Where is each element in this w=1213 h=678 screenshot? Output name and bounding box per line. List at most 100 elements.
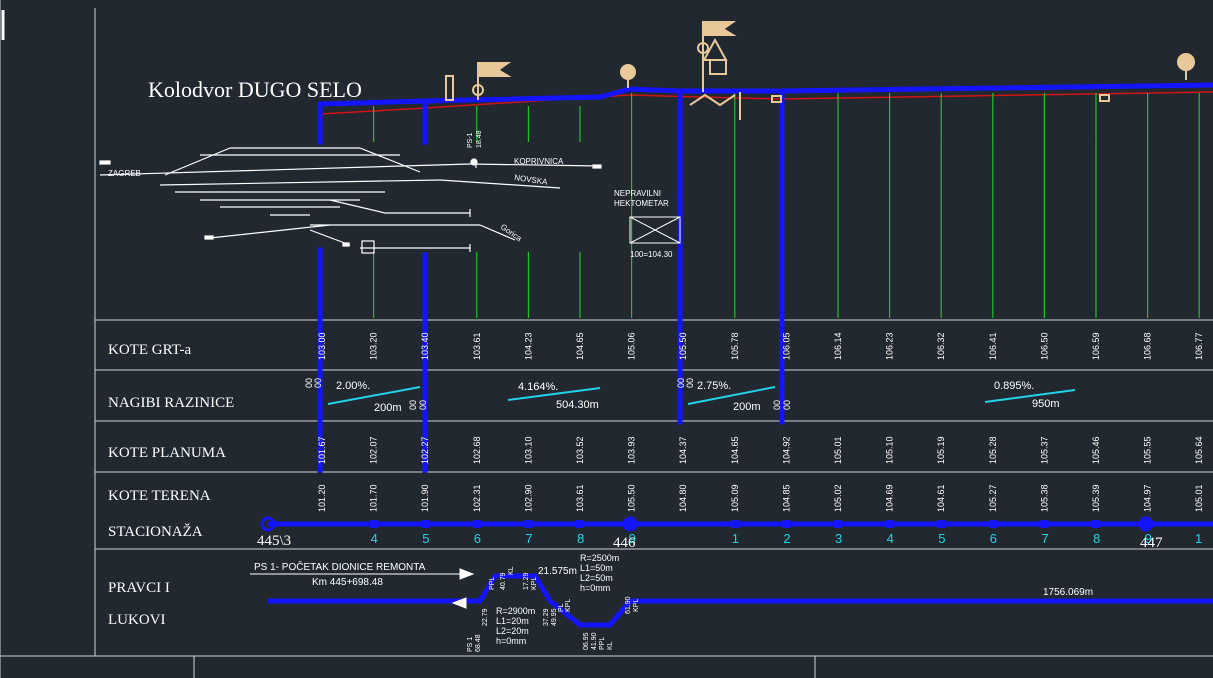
alignment-small-labels: PS 1 68.48 22.79 40.79 17.29 37.29 49.95… <box>467 566 640 652</box>
ps-start-km: Km 445+698.48 <box>312 577 383 588</box>
svg-text:68.48: 68.48 <box>475 634 482 652</box>
svg-text:KPL: KPL <box>565 599 572 612</box>
kote-grt-value: 106.14 <box>833 332 843 360</box>
curve-2-l2: L2=20m <box>496 626 529 636</box>
km-label-447: 447 <box>1140 535 1163 551</box>
hm-label: 4 <box>371 531 378 546</box>
hm-tick <box>730 520 739 528</box>
top-profile-line <box>319 91 1213 115</box>
km-node <box>260 516 276 532</box>
svg-text:41.90: 41.90 <box>591 632 598 650</box>
hm-tick <box>369 520 378 528</box>
curve-1-l1: L1=50m <box>580 563 613 573</box>
hm-label: 7 <box>1041 531 1048 546</box>
kote-planuma-value: 102.07 <box>369 436 379 464</box>
svg-text:00: 00 <box>408 400 418 410</box>
kote-grt-value: 103.20 <box>369 332 379 360</box>
kote-planuma-value: 103.93 <box>627 436 637 464</box>
kote-grt-value: 103.61 <box>472 332 482 360</box>
hm-label: 6 <box>474 531 481 546</box>
row-label-kote-grt: KOTE GRT-a <box>108 342 191 358</box>
svg-text:KL: KL <box>607 641 614 650</box>
svg-text:00: 00 <box>772 400 782 410</box>
row-label-lukovi: LUKOVI <box>108 612 166 628</box>
row-label-nagibi: NAGIBI RAZINICE <box>108 395 234 411</box>
kote-terena-value: 101.70 <box>369 484 379 512</box>
svg-text:22.79: 22.79 <box>482 608 489 626</box>
kote-terena-value: 101.20 <box>317 484 327 512</box>
kote-planuma-value: 105.01 <box>833 436 843 464</box>
slope-break-labels: 00 00 00 00 00 00 00 00 <box>304 378 792 410</box>
label-zagreb: ZAGREB <box>108 169 141 178</box>
kote-terena-value: 105.27 <box>988 484 998 512</box>
hm-label: 9 <box>629 531 636 546</box>
hm-label: 5 <box>938 531 945 546</box>
svg-text:KPL: KPL <box>633 599 640 612</box>
kote-grt-value: 106.05 <box>781 332 791 360</box>
kote-terena-value: 102.31 <box>472 484 482 512</box>
kote-terena-value: 105.09 <box>730 484 740 512</box>
hm-tick <box>627 520 636 528</box>
slope-1-grade: 2.00%. <box>336 380 370 392</box>
kote-grt-value: 104.23 <box>523 332 533 360</box>
hm-tick <box>576 520 584 528</box>
svg-text:37.29: 37.29 <box>543 608 550 626</box>
ps-start-label: PS 1- POČETAK DIONICE REMONTA <box>254 560 426 573</box>
svg-text:06.95: 06.95 <box>583 632 590 650</box>
label-ps-top: PS-1 <box>467 132 474 148</box>
kote-grt-value: 106.68 <box>1143 332 1153 360</box>
row-label-kote-terena: KOTE TERENA <box>108 488 211 504</box>
kote-terena-value: 105.39 <box>1091 484 1101 512</box>
kote-grt-value: 106.32 <box>936 332 946 360</box>
kote-planuma-value: 102.68 <box>472 436 482 464</box>
hm-tick <box>421 520 430 528</box>
straight-2-length: 1756.069m <box>1043 587 1093 598</box>
hm-label: 8 <box>1093 531 1100 546</box>
alignment-line <box>268 573 1213 628</box>
svg-text:00: 00 <box>782 400 792 410</box>
kote-terena-value: 104.97 <box>1143 484 1153 512</box>
kote-planuma-value: 104.92 <box>781 436 791 464</box>
kote-terena-value: 105.50 <box>627 484 637 512</box>
svg-text:00: 00 <box>676 378 686 388</box>
hm-tick <box>472 520 481 528</box>
curve-1-h: h=0mm <box>580 583 610 593</box>
signal-symbols <box>445 21 1195 120</box>
hm-tick <box>524 520 533 528</box>
kote-planuma-value: 105.64 <box>1194 436 1204 464</box>
svg-text:00: 00 <box>685 378 695 388</box>
slope-2-grade: 4.164%. <box>518 381 558 393</box>
label-ps-top-km: 18.48 <box>476 130 483 148</box>
kote-planuma-value: 105.19 <box>936 436 946 464</box>
hm-tick <box>1092 520 1100 528</box>
svg-text:40.79: 40.79 <box>500 572 507 590</box>
curve-1-r: R=2500m <box>580 553 619 563</box>
station-title: Kolodvor DUGO SELO <box>148 77 362 102</box>
profile-verticals <box>373 93 1200 318</box>
hm-label: 1 <box>1195 531 1202 546</box>
kote-planuma-value: 104.37 <box>678 436 688 464</box>
kote-planuma-value: 102.27 <box>420 436 430 464</box>
kote-planuma-value: 105.28 <box>988 436 998 464</box>
kote-planuma-value: 103.10 <box>523 436 533 464</box>
km-label-446: 446 <box>613 535 636 551</box>
slope-3-length: 200m <box>733 401 761 413</box>
km-node <box>622 516 638 532</box>
kote-grt-value: 105.06 <box>627 332 637 360</box>
kote-grt-value: 105.78 <box>730 332 740 360</box>
station-track-layout <box>99 147 602 254</box>
kote-grt-value: 103.00 <box>317 332 327 360</box>
kote-terena-value: 104.69 <box>885 484 895 512</box>
row-label-pravci: PRAVCI I <box>108 580 170 596</box>
slope-lines <box>327 386 1076 405</box>
svg-text:PS 1: PS 1 <box>467 637 474 652</box>
kote-planuma-value: 101.67 <box>317 436 327 464</box>
kote-terena-value: 105.01 <box>1194 484 1204 512</box>
label-gorica: Gorica <box>499 222 524 243</box>
slope-1-length: 200m <box>374 402 402 414</box>
km-node <box>1138 516 1154 532</box>
kote-terena-value: 102.90 <box>523 484 533 512</box>
